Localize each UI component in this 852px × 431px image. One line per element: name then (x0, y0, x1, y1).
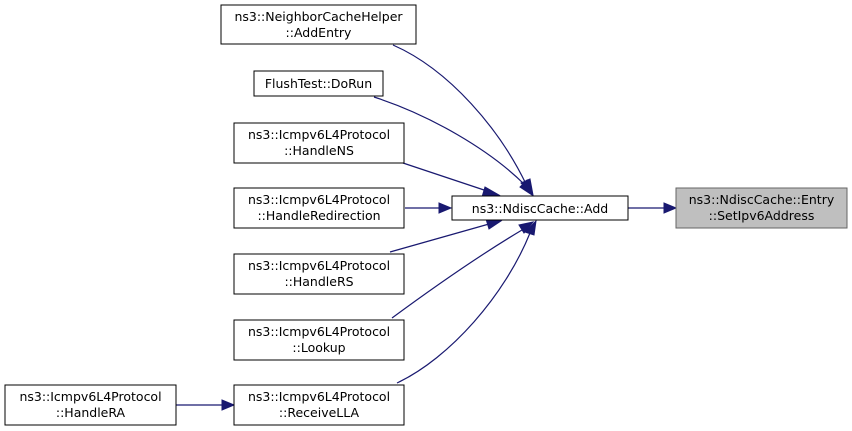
node-label-line2: ::AddEntry (286, 25, 352, 40)
node-icmpv6-receive-lla[interactable]: ns3::Icmpv6L4Protocol ::ReceiveLLA (233, 384, 405, 426)
node-label-line2: ::SetIpv6Address (709, 208, 815, 223)
edge-receive-lla-to-ndisc-add (396, 219, 537, 384)
node-label-line1: FlushTest::DoRun (265, 76, 372, 91)
node-icmpv6-lookup[interactable]: ns3::Icmpv6L4Protocol ::Lookup (233, 319, 405, 361)
node-icmpv6-handle-ra[interactable]: ns3::Icmpv6L4Protocol ::HandleRA (4, 384, 177, 426)
node-icmpv6-handle-rs[interactable]: ns3::Icmpv6L4Protocol ::HandleRS (233, 253, 405, 295)
node-label-line1: ns3::Icmpv6L4Protocol (248, 127, 390, 142)
node-neighbor-cache-helper-add-entry[interactable]: ns3::NeighborCacheHelper ::AddEntry (220, 4, 417, 45)
edge-handle-redirection-to-ndisc-add (405, 202, 453, 214)
node-label-line1: ns3::Icmpv6L4Protocol (248, 192, 390, 207)
node-label-line1: ns3::NdiscCache::Entry (689, 192, 835, 207)
node-label-line1: ns3::Icmpv6L4Protocol (248, 258, 390, 273)
edge-handle-ra-to-receive-lla (176, 399, 236, 411)
node-label-line2: ::HandleRedirection (257, 208, 380, 223)
node-label-line1: ns3::Icmpv6L4Protocol (248, 389, 390, 404)
edge-handle-rs-to-ndisc-add (389, 218, 503, 253)
node-label-line2: ::Lookup (292, 340, 345, 355)
node-label-line2: ::ReceiveLLA (279, 405, 360, 420)
node-label-line2: ::HandleRS (284, 274, 353, 289)
node-icmpv6-handle-redirection[interactable]: ns3::Icmpv6L4Protocol ::HandleRedirectio… (233, 187, 405, 229)
node-label-line2: ::HandleNS (284, 143, 354, 158)
edge-flush-test-to-ndisc-add (373, 96, 533, 197)
node-label-line1: ns3::NdiscCache::Add (472, 201, 608, 216)
edge-handle-ns-to-ndisc-add (402, 162, 501, 198)
node-ndisc-cache-entry-set-ipv6-address: ns3::NdiscCache::Entry ::SetIpv6Address (675, 187, 848, 229)
edge-lookup-to-ndisc-add (391, 221, 535, 319)
node-flush-test-do-run[interactable]: FlushTest::DoRun (253, 70, 384, 97)
node-label-line1: ns3::Icmpv6L4Protocol (248, 324, 390, 339)
node-icmpv6-handle-ns[interactable]: ns3::Icmpv6L4Protocol ::HandleNS (233, 122, 405, 164)
node-label-line1: ns3::NeighborCacheHelper (234, 9, 403, 24)
node-label-line2: ::HandleRA (56, 405, 126, 420)
node-label-line1: ns3::Icmpv6L4Protocol (19, 389, 161, 404)
edge-ndisc-add-to-set-ipv6-address (628, 202, 678, 214)
node-ndisc-cache-add[interactable]: ns3::NdiscCache::Add (451, 195, 629, 221)
